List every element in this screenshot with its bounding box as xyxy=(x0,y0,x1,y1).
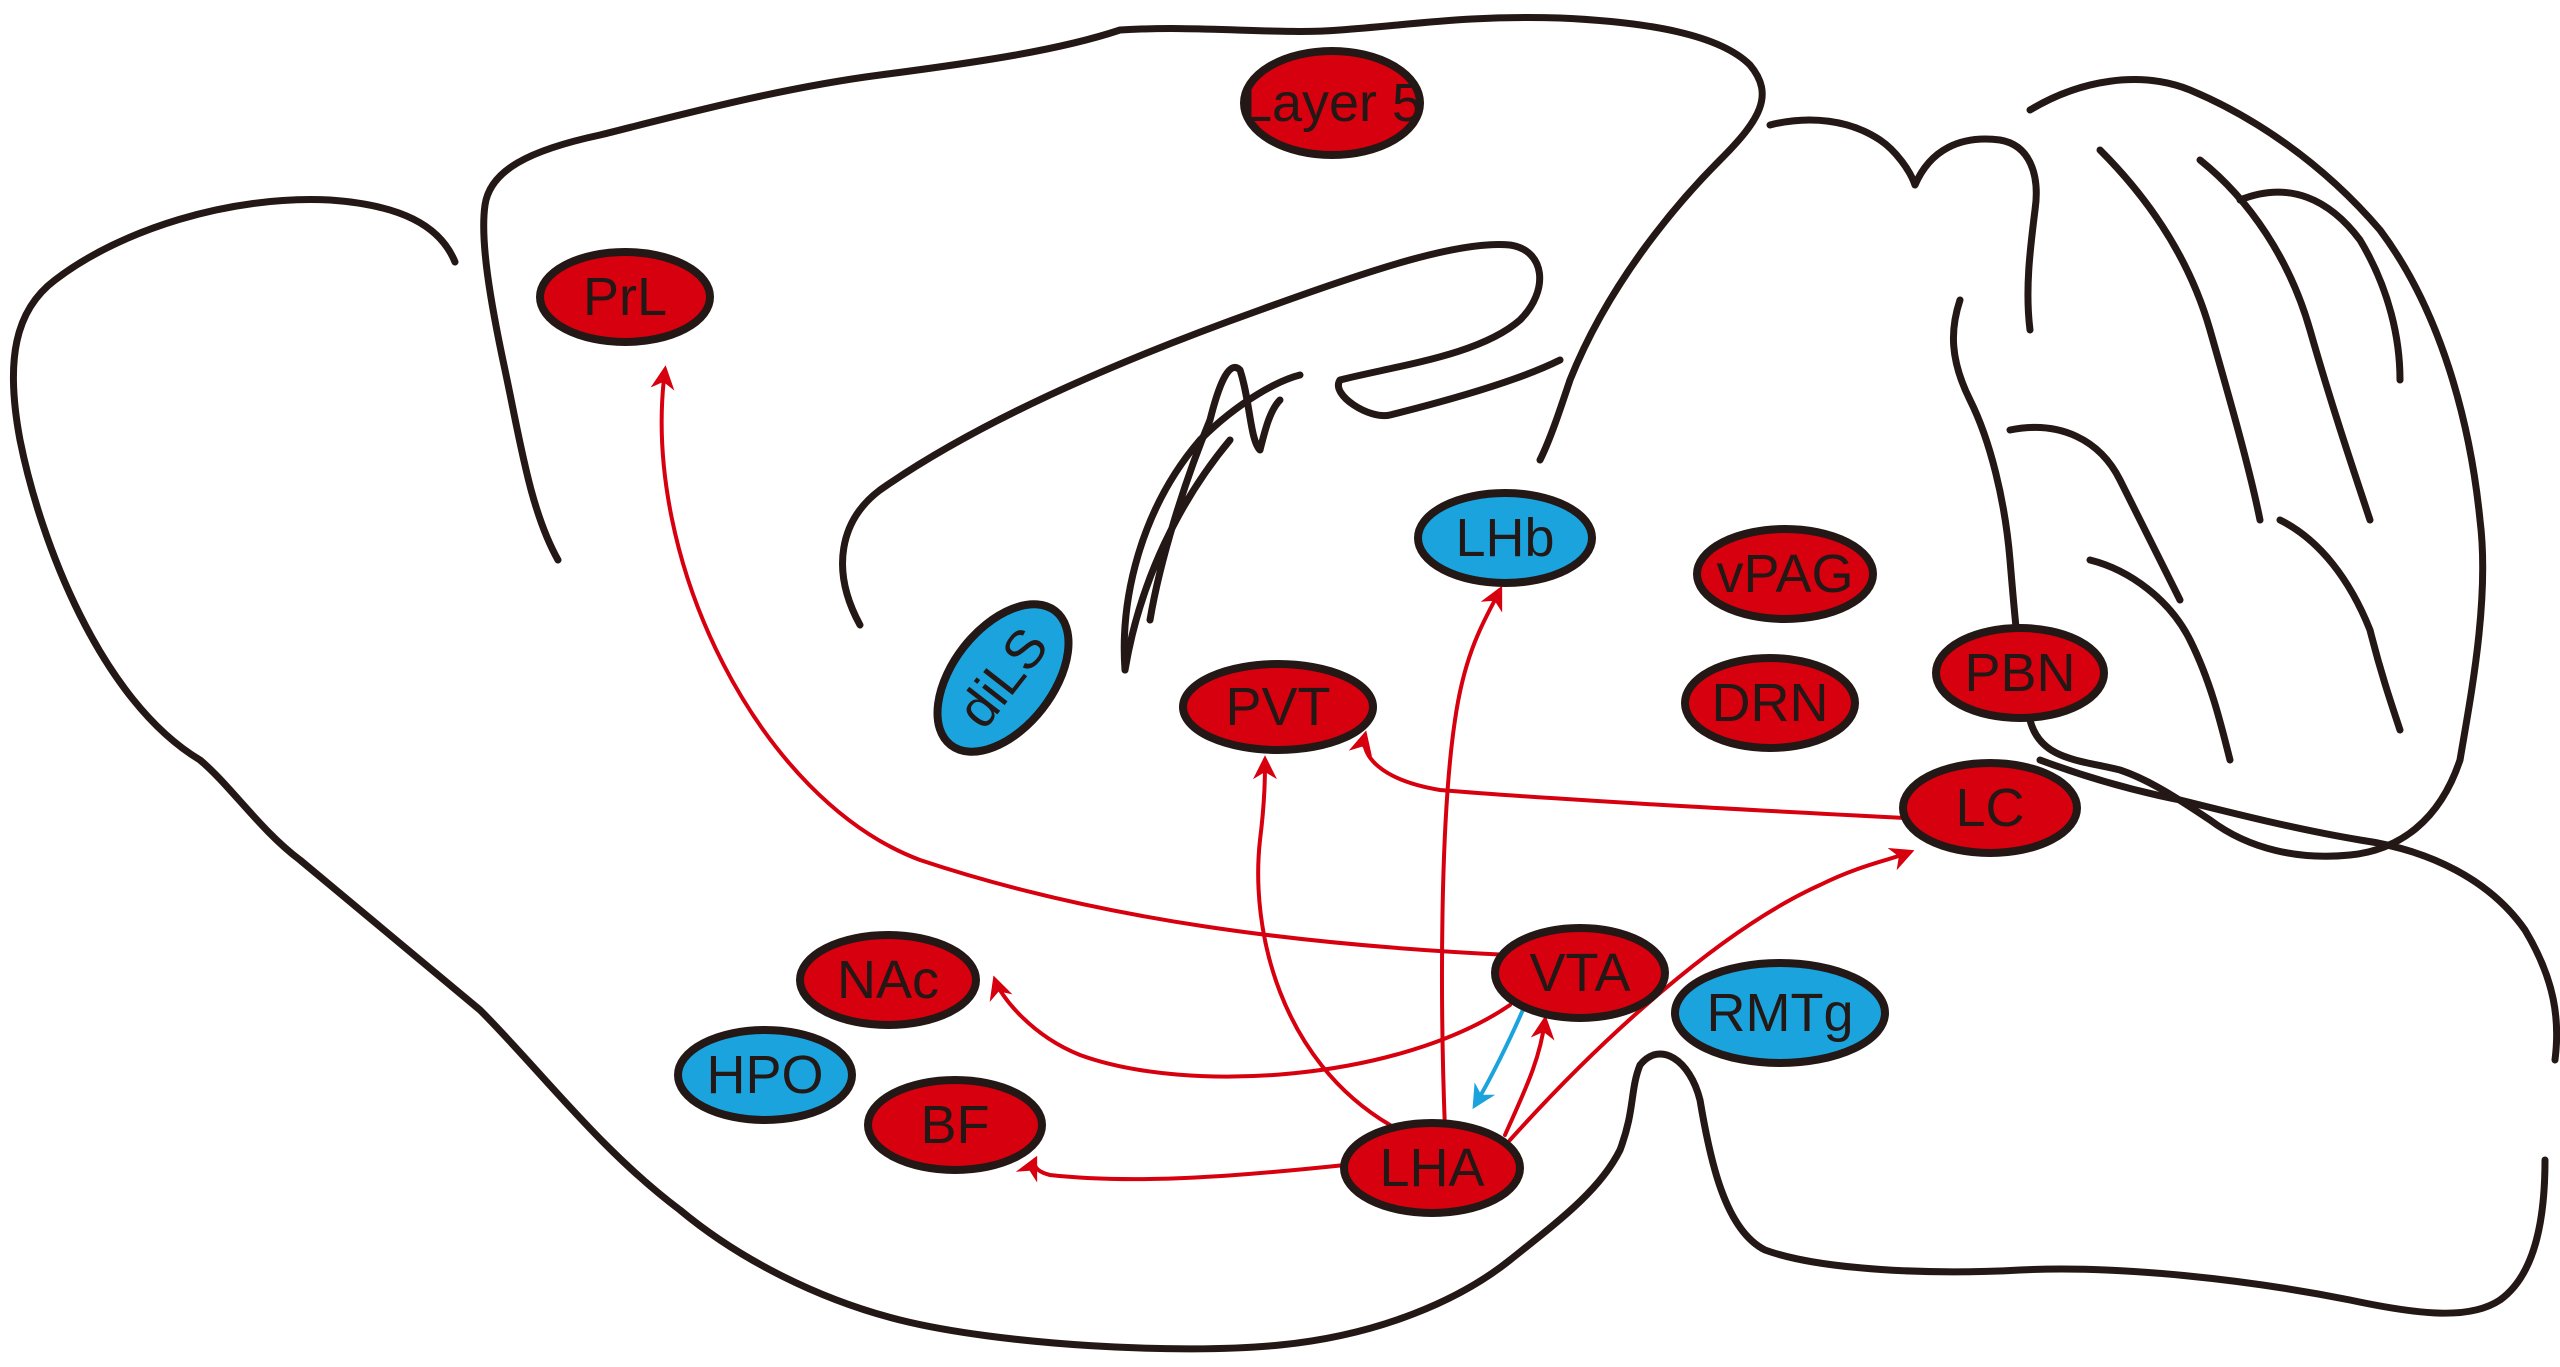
connection-vta-to-nac xyxy=(989,975,1512,1079)
region-pvt-shape xyxy=(1179,660,1377,754)
brain-outline xyxy=(9,13,2560,1353)
connection-vta-to-lha xyxy=(1472,1003,1527,1110)
region-bf-shape xyxy=(864,1076,1046,1174)
region-vta-label: VTA xyxy=(1529,943,1630,1003)
region-vpag-label: vPAG xyxy=(1716,544,1853,604)
region-pbn: PBN xyxy=(1932,624,2108,722)
cerebellum-folia-5 xyxy=(2086,556,2234,764)
region-hpo: HPO xyxy=(674,1026,856,1124)
cerebellum-outline xyxy=(1950,76,2487,860)
region-hpo-shape xyxy=(674,1026,856,1124)
region-rmtg: RMTg xyxy=(1671,959,1889,1067)
region-pbn-shape xyxy=(1932,624,2108,722)
region-bf-label: BF xyxy=(920,1095,989,1155)
region-layer5-shape xyxy=(1240,47,1424,159)
region-pbn-label: PBN xyxy=(1964,643,2075,703)
region-lha-shape xyxy=(1340,1119,1524,1217)
olfactory-bulb-outline xyxy=(9,196,2549,1353)
region-rmtg-label: RMTg xyxy=(1707,983,1854,1043)
region-dils: diLS xyxy=(933,600,1073,756)
region-prl-label: PrL xyxy=(583,267,667,327)
region-vta: VTA xyxy=(1491,924,1669,1022)
region-hpo-label: HPO xyxy=(706,1045,823,1105)
brainstem-outline xyxy=(2036,756,2560,1064)
region-nac-label: NAc xyxy=(837,950,939,1010)
cerebellum-folia-4 xyxy=(2006,423,2184,604)
region-pvt-label: PVT xyxy=(1225,677,1330,737)
region-lc-label: LC xyxy=(1955,778,2024,838)
region-vta-shape xyxy=(1491,924,1669,1022)
region-lha-label: LHA xyxy=(1379,1138,1484,1198)
cerebellum-folia-2 xyxy=(2196,156,2374,524)
region-bf: BF xyxy=(864,1076,1046,1174)
region-prl-shape xyxy=(536,248,714,346)
cerebellum-folia-3 xyxy=(2236,188,2404,384)
connection-lha-to-pvt xyxy=(1252,755,1392,1127)
connection-vta-to-prl xyxy=(650,365,1512,957)
region-lhb: LHb xyxy=(1414,489,1596,587)
region-vpag: vPAG xyxy=(1693,525,1877,623)
region-dils-shape xyxy=(933,600,1073,756)
region-drn: DRN xyxy=(1681,654,1859,752)
region-drn-shape xyxy=(1681,654,1859,752)
connection-lc-to-pvt xyxy=(1348,730,1907,820)
fimbria-outline xyxy=(1121,364,1284,674)
connection-lha-to-lc xyxy=(1508,847,1915,1142)
connections xyxy=(650,365,1915,1183)
region-rmtg-shape xyxy=(1671,959,1889,1067)
hippocampus-inner-outline xyxy=(1120,371,1304,674)
region-pvt: PVT xyxy=(1179,660,1377,754)
connection-lha-to-lhb xyxy=(1440,585,1503,1132)
region-drn-label: DRN xyxy=(1712,673,1829,733)
hippocampus-outline xyxy=(839,240,1564,629)
connection-lha-to-vta xyxy=(1503,1015,1555,1137)
cortex-outline xyxy=(480,13,1766,564)
cerebellum-folia-6 xyxy=(2276,516,2404,734)
region-lc-shape xyxy=(1899,759,2081,857)
region-lc: LC xyxy=(1899,759,2081,857)
connection-lha-to-bf xyxy=(1015,1155,1347,1183)
cortex-inner-outline xyxy=(1766,116,2040,334)
region-lhb-shape xyxy=(1414,489,1596,587)
region-lhb-label: LHb xyxy=(1455,508,1554,568)
region-prl: PrL xyxy=(536,248,714,346)
region-lha: LHA xyxy=(1340,1119,1524,1217)
region-vpag-shape xyxy=(1693,525,1877,623)
cerebellum-folia-1 xyxy=(2096,146,2264,524)
region-nac: NAc xyxy=(796,931,980,1029)
region-layer5-label: Layer 5 xyxy=(1242,73,1422,133)
region-layer5: Layer 5 xyxy=(1240,47,1424,159)
region-nac-shape xyxy=(796,931,980,1029)
